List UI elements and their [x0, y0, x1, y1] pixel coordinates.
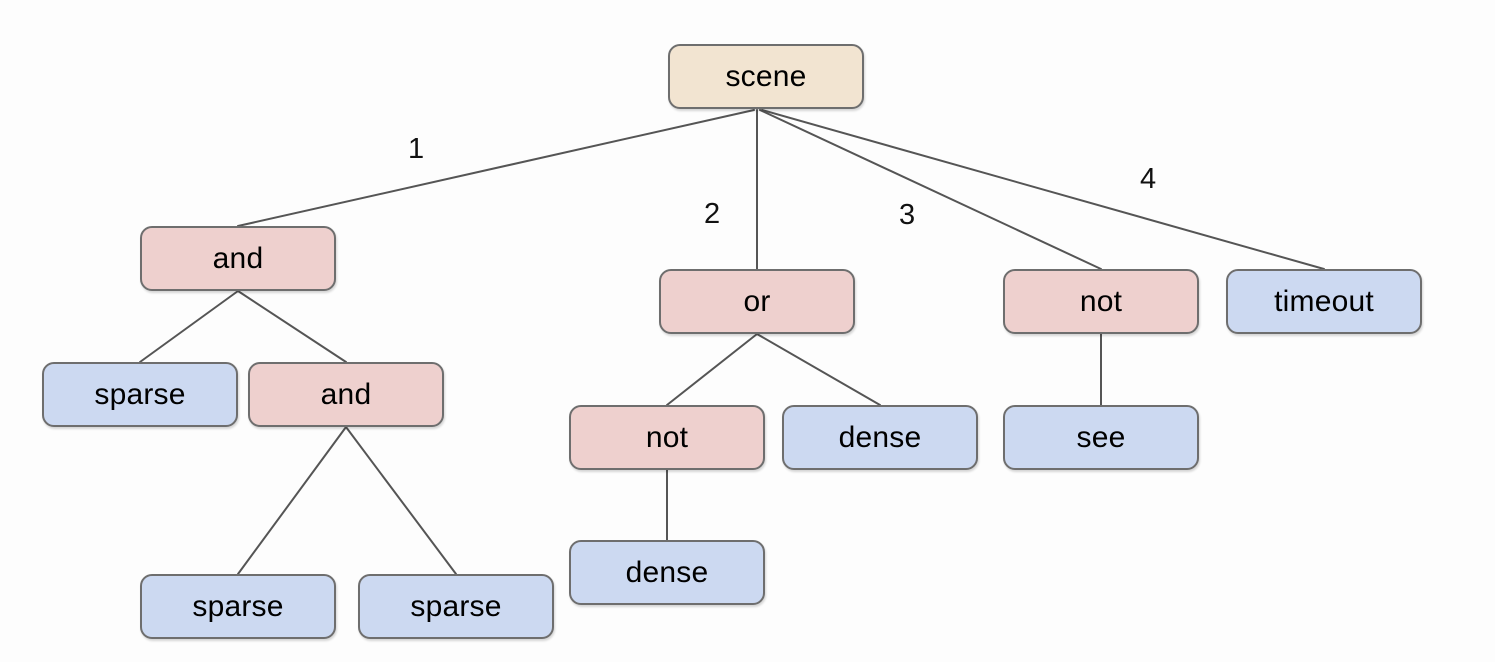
tree-node-or1[interactable]: or [659, 269, 855, 334]
tree-edge [345, 426, 457, 575]
tree-node-label: sparse [192, 589, 284, 623]
edge-label-3: 3 [899, 199, 916, 231]
tree-node-label: and [212, 241, 264, 275]
tree-edge [139, 290, 239, 363]
edge-label-4: 4 [1140, 163, 1157, 195]
tree-node-not2[interactable]: not [569, 405, 765, 470]
tree-edge [237, 290, 347, 363]
tree-node-label: timeout [1274, 284, 1374, 318]
tree-node-see1[interactable]: see [1003, 405, 1199, 470]
tree-node-label: or [743, 284, 771, 318]
tree-node-label: sparse [410, 589, 502, 623]
tree-node-label: sparse [94, 377, 186, 411]
tree-node-and1[interactable]: and [140, 226, 336, 291]
tree-edge [237, 426, 347, 575]
tree-node-and2[interactable]: and [248, 362, 444, 427]
tree-node-label: and [320, 377, 372, 411]
tree-node-scene[interactable]: scene [668, 44, 864, 109]
tree-node-sparse1[interactable]: sparse [42, 362, 238, 427]
tree-node-sparse2[interactable]: sparse [140, 574, 336, 639]
tree-node-label: not [645, 420, 689, 454]
tree-edge [237, 109, 755, 227]
tree-node-label: dense [838, 420, 922, 454]
edge-label-2: 2 [704, 198, 721, 230]
edge-label-1: 1 [408, 133, 425, 165]
tree-edge [759, 109, 1102, 270]
tree-node-label: not [1079, 284, 1123, 318]
tree-edge [666, 333, 758, 406]
tree-node-sparse3[interactable]: sparse [358, 574, 554, 639]
tree-node-label: scene [725, 59, 807, 93]
tree-edge [756, 333, 881, 406]
tree-node-dense1[interactable]: dense [782, 405, 978, 470]
tree-edge [761, 109, 1325, 270]
tree-node-timeout1[interactable]: timeout [1226, 269, 1422, 334]
tree-node-dense2[interactable]: dense [569, 540, 765, 605]
tree-node-label: see [1076, 420, 1126, 454]
tree-node-label: dense [625, 555, 709, 589]
tree-node-not1[interactable]: not [1003, 269, 1199, 334]
